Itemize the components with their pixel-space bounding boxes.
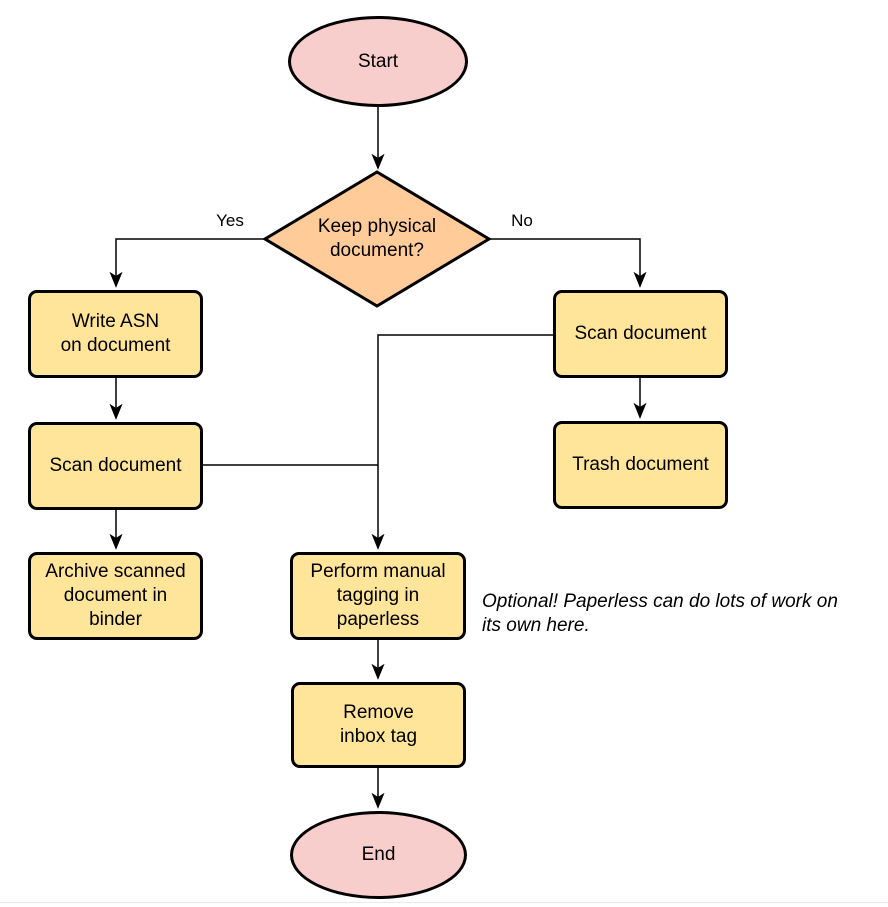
- node-scan-document-right-label: Scan document: [574, 323, 707, 344]
- node-manual-tagging-label: Perform manual tagging in paperless: [310, 561, 446, 630]
- edge-label-no: No: [495, 211, 549, 231]
- edge-decision-no-to-scan-right: [489, 238, 640, 286]
- node-archive-binder-label: Archive scanned document in binder: [45, 561, 186, 630]
- node-scan-document-left-label: Scan document: [49, 455, 182, 476]
- node-scan-document-right: Scan document: [553, 290, 728, 378]
- node-start: Start: [288, 16, 468, 107]
- page-edge-divider: [0, 902, 888, 903]
- node-scan-document-left: Scan document: [28, 422, 203, 510]
- node-write-asn: Write ASN on document: [28, 290, 203, 378]
- node-manual-tagging: Perform manual tagging in paperless: [290, 552, 466, 640]
- edge-label-yes: Yes: [203, 211, 257, 231]
- node-archive-binder: Archive scanned document in binder: [28, 552, 203, 640]
- node-end: End: [290, 811, 467, 899]
- annotation-note: Optional! Paperless can do lots of work …: [482, 591, 838, 636]
- node-trash-document-label: Trash document: [572, 454, 709, 475]
- node-end-label: End: [361, 844, 396, 865]
- edge-scan-right-to-tagging: [378, 334, 553, 548]
- node-write-asn-label: Write ASN on document: [60, 311, 171, 356]
- node-decision: Keep physical document?: [292, 215, 462, 263]
- node-decision-label: Keep physical document?: [317, 216, 437, 261]
- edge-decision-yes-to-write-asn: [116, 238, 265, 286]
- node-remove-inbox-tag: Remove inbox tag: [291, 682, 466, 768]
- node-remove-inbox-tag-label: Remove inbox tag: [339, 702, 418, 747]
- decision-diamond-shape: [262, 170, 492, 308]
- node-trash-document: Trash document: [553, 421, 728, 509]
- node-start-label: Start: [357, 50, 399, 72]
